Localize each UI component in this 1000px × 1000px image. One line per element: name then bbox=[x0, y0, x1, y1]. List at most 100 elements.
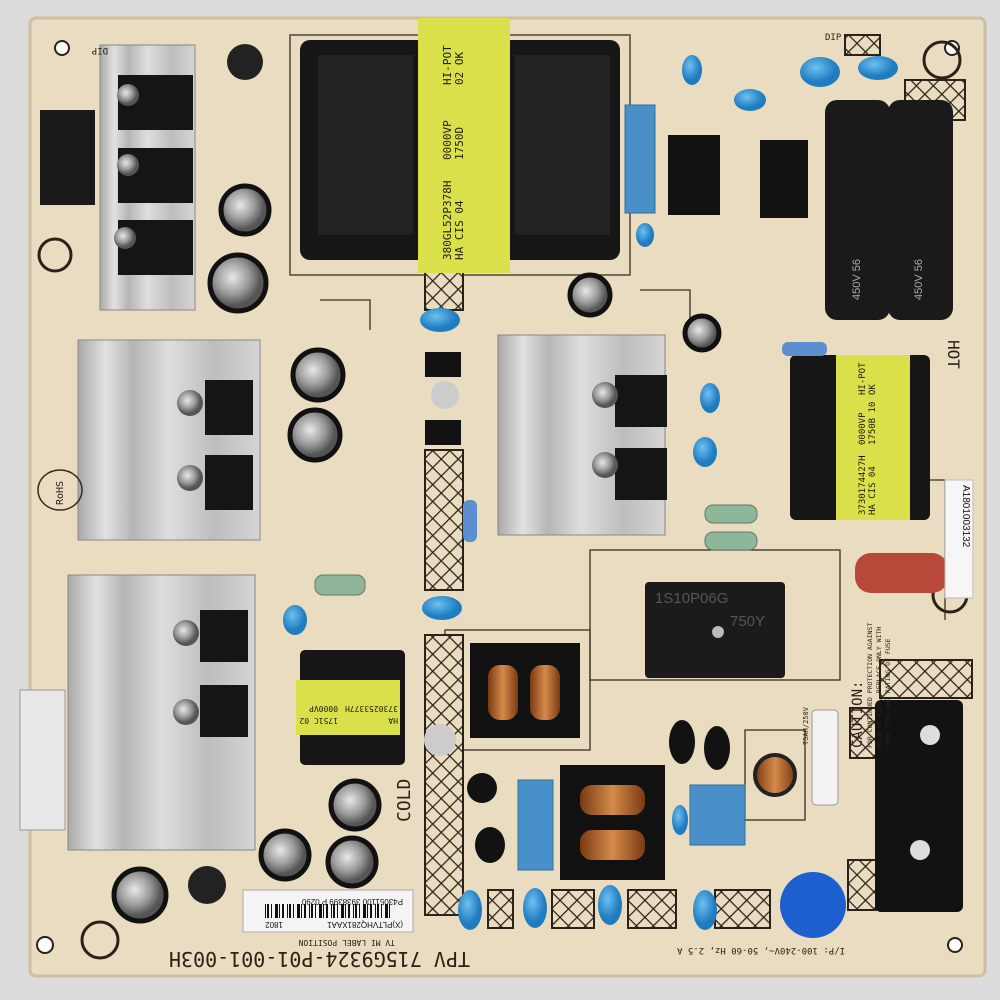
barcode-bar bbox=[304, 904, 306, 918]
output-connector-white bbox=[19, 689, 66, 831]
heatsink-center bbox=[497, 334, 667, 536]
barcode-bar bbox=[337, 904, 338, 918]
power-transistors bbox=[425, 135, 808, 863]
main-transformer-text: 380GL52P378H bbox=[441, 181, 454, 260]
side-sticker-text: A1801003132 bbox=[960, 485, 971, 548]
rohs-mark: RoHS bbox=[37, 469, 83, 511]
barcode-label-text: P43051100 3938399 P 0290 bbox=[301, 897, 403, 906]
aux-transformer-text: 1750B 10 bbox=[868, 402, 878, 445]
barcode-bar bbox=[297, 904, 300, 918]
barcode-bar bbox=[377, 904, 379, 918]
aux-transformer-text: 3730174427H bbox=[858, 455, 868, 515]
y-capacitors bbox=[283, 55, 898, 938]
barcode-bar bbox=[375, 904, 376, 918]
barcode-bar bbox=[267, 904, 269, 918]
heatsink-bottom-left bbox=[67, 574, 256, 851]
cold-side-marker: COLD bbox=[394, 779, 415, 822]
barcode-bar bbox=[353, 904, 354, 918]
standby-transformer: HA 3730253377H 1751C 02 0000VP bbox=[296, 650, 405, 765]
barcode-bar bbox=[326, 904, 328, 918]
input-rating: I/P: 100-240V~, 50-60 Hz, 2.5 A bbox=[676, 945, 845, 955]
barcode-bar bbox=[282, 904, 284, 918]
barcode-bar bbox=[293, 904, 294, 918]
barcode-bar bbox=[331, 904, 332, 918]
electrolytic-capacitors bbox=[111, 44, 722, 924]
bridge-rectifier: 1S10P06G 750Y bbox=[645, 582, 785, 678]
aux-transformer-text: OK bbox=[868, 384, 878, 395]
barcode-label-text: (X)PLTVHQ281XAA1 bbox=[327, 920, 403, 929]
barcode-bar bbox=[359, 904, 360, 918]
barcode-bar bbox=[319, 904, 322, 918]
barcode-bar bbox=[287, 904, 288, 918]
main-transformer-text: HA CIS 04 bbox=[453, 200, 466, 260]
caution-line: RISK OF FIRE, REPLACE ONLY WITH bbox=[875, 627, 883, 748]
bridge-rectifier-text: 750Y bbox=[730, 613, 765, 630]
barcode-label: (X)PLTVHQ281XAA1 1802 P43051100 3938399 … bbox=[242, 889, 414, 933]
main-transformer: 380GL52P378H HA CIS 04 0000VP 1750D HI-P… bbox=[300, 18, 620, 273]
fuse-rating: T5AH/250V bbox=[802, 706, 810, 745]
main-transformer-text: 1750D bbox=[453, 127, 466, 160]
aux-transformer: 3730174427H HA CIS 04 0000VP 1750B 10 HI… bbox=[790, 355, 930, 520]
main-transformer-text: 02 OK bbox=[453, 52, 466, 85]
x-capacitors bbox=[517, 104, 746, 871]
standby-transformer-text: HA bbox=[388, 716, 398, 725]
red-capacitor bbox=[855, 553, 948, 593]
standby-transformer-text: 1751C 02 bbox=[299, 716, 338, 725]
barcode-bar bbox=[265, 904, 266, 918]
ac-inlet-connector bbox=[875, 700, 963, 912]
barcode-bar bbox=[311, 904, 313, 918]
caution-line: SAME TYPE AND RATING OF FUSE bbox=[884, 638, 892, 748]
barcode-bar bbox=[381, 904, 382, 918]
resistors bbox=[314, 342, 948, 806]
main-transformer-text: 0000VP bbox=[441, 120, 454, 160]
barcode-bar bbox=[279, 904, 280, 918]
hot-side-marker: HOT bbox=[944, 340, 963, 369]
barcode-label-text: 1802 bbox=[265, 920, 283, 929]
label-position-text: TV MI LABEL POSITION bbox=[298, 938, 395, 947]
barcode-bar bbox=[333, 904, 335, 918]
board-model-number: TPV 715G9324-P01-001-003H bbox=[169, 947, 470, 971]
barcode-bar bbox=[363, 904, 366, 918]
bulk-capacitors: 450V 56 450V 56 bbox=[825, 100, 953, 320]
barcode-bar bbox=[389, 904, 390, 918]
aux-transformer-text: HI-POT bbox=[858, 362, 868, 395]
aux-transformer-text: HA CIS 04 bbox=[868, 466, 878, 515]
rohs-text: RoHS bbox=[55, 481, 66, 505]
heatsink-middle-left bbox=[77, 339, 261, 541]
barcode-bar bbox=[341, 904, 344, 918]
barcode-bar bbox=[289, 904, 291, 918]
barcode-bar bbox=[309, 904, 310, 918]
capacitor-rating: 450V 56 bbox=[913, 259, 925, 300]
caution-title: CAUTION: bbox=[850, 681, 866, 748]
output-connector bbox=[40, 110, 95, 205]
barcode-bar bbox=[315, 904, 316, 918]
aux-transformer-text: 0000VP bbox=[858, 412, 868, 445]
barcode-bar bbox=[271, 904, 272, 918]
main-transformer-text: HI-POT bbox=[441, 45, 454, 85]
barcode-bar bbox=[355, 904, 357, 918]
standby-transformer-text: 0000VP bbox=[309, 704, 338, 713]
barcode-bar bbox=[348, 904, 350, 918]
barcode-bar bbox=[345, 904, 346, 918]
fuse bbox=[811, 709, 839, 806]
barcode-bar bbox=[370, 904, 372, 918]
bridge-rectifier-text: 1S10P06G bbox=[655, 590, 728, 607]
mounting-holes bbox=[36, 40, 969, 960]
standby-transformer-text: 3730253377H bbox=[345, 704, 398, 713]
fuse-caution-text: CAUTION: FOR CONTINUED PROTECTION AGAINS… bbox=[850, 623, 892, 748]
barcode-bar bbox=[301, 904, 302, 918]
barcode-bar bbox=[385, 904, 388, 918]
barcode-bar bbox=[323, 904, 324, 918]
dip-marker: DIP bbox=[825, 33, 842, 43]
side-sticker: A1801003132 bbox=[944, 479, 974, 599]
barcode bbox=[265, 904, 390, 918]
heatsink-top-left bbox=[99, 44, 196, 311]
capacitor-rating: 450V 56 bbox=[851, 259, 863, 300]
barcode-bar bbox=[275, 904, 278, 918]
caution-line: FOR CONTINUED PROTECTION AGAINST bbox=[866, 623, 874, 748]
barcode-bar bbox=[367, 904, 368, 918]
common-mode-chokes bbox=[470, 643, 797, 880]
dip-marker: DIP bbox=[91, 45, 108, 55]
